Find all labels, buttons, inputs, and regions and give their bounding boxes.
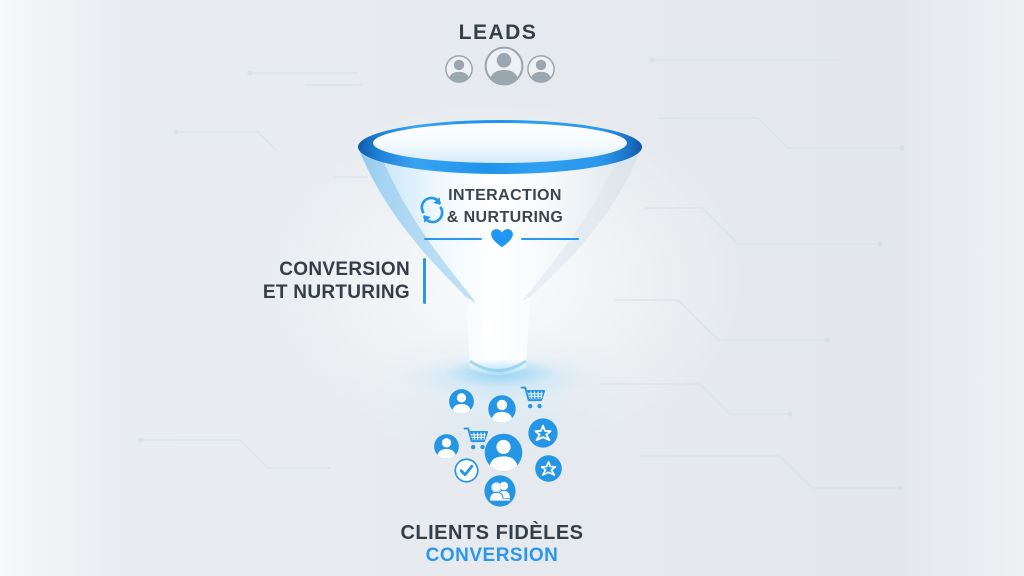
conversion-label: CONVERSION — [425, 545, 559, 566]
conversion-nurturing-line2: ET NURTURING — [262, 282, 410, 303]
leads-title: LEADS — [458, 21, 538, 44]
divider-line-right — [521, 238, 579, 240]
interaction-label-line1: INTERACTION — [448, 187, 562, 204]
clients-fideles-label: CLIENTS FIDÈLES — [400, 522, 584, 544]
refresh-icon — [416, 194, 448, 226]
funnel-illustration — [358, 120, 642, 400]
divider-line-left — [424, 238, 482, 240]
heart-icon — [490, 228, 514, 249]
interaction-label: INTERACTION & NURTURING — [420, 185, 590, 229]
conversion-nurturing-label: CONVERSION ET NURTURING — [240, 258, 410, 304]
side-label-rule — [423, 258, 426, 304]
conversion-nurturing-line1: CONVERSION — [279, 259, 410, 280]
interaction-label-line2: & NURTURING — [446, 209, 564, 226]
